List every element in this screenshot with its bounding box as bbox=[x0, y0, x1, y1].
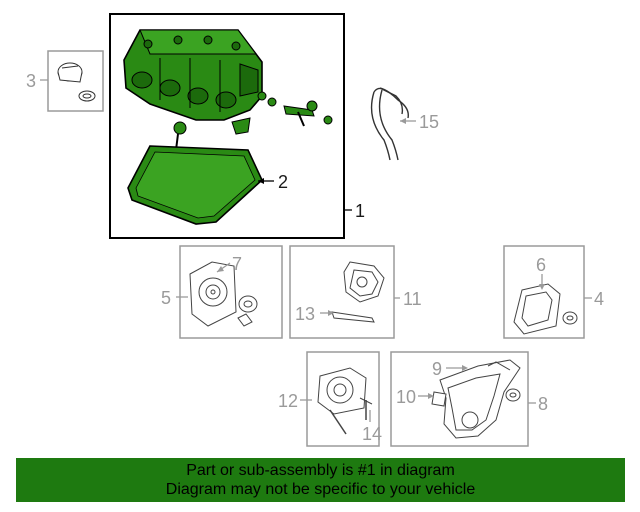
callout-15[interactable]: 15 bbox=[419, 112, 439, 132]
assembly-8-group[interactable]: 8 9 10 bbox=[390, 351, 548, 447]
assembly-4-group[interactable]: 4 6 bbox=[503, 245, 604, 339]
valve-cover-gasket[interactable] bbox=[127, 145, 263, 225]
belt-strip bbox=[370, 87, 409, 161]
timing-cover-upper bbox=[331, 261, 385, 323]
callout-5[interactable]: 5 bbox=[161, 288, 171, 308]
callout-1[interactable]: 1 bbox=[355, 201, 365, 221]
callout-11[interactable]: 11 bbox=[403, 289, 422, 309]
grommet-parts bbox=[173, 91, 333, 151]
assembly-1-group[interactable]: 2 1 bbox=[109, 13, 365, 239]
cylinder-head-cover[interactable] bbox=[123, 29, 263, 121]
notice-banner: Part or sub-assembly is #1 in diagram Di… bbox=[16, 458, 625, 502]
assembly-11-group[interactable]: 11 13 bbox=[289, 245, 422, 339]
assembly-1-frame bbox=[109, 13, 345, 239]
callout-6[interactable]: 6 bbox=[536, 255, 546, 275]
timing-cover-main bbox=[431, 359, 521, 439]
notice-line-2: Diagram may not be specific to your vehi… bbox=[165, 481, 476, 498]
assembly-5-group[interactable]: 5 7 bbox=[161, 245, 283, 339]
water-pump bbox=[189, 261, 258, 327]
notice-line-1: Part or sub-assembly is #1 in diagram bbox=[186, 462, 455, 479]
oil-filler-cap bbox=[57, 62, 96, 102]
callout-14[interactable]: 14 bbox=[362, 424, 382, 444]
belt-15-group[interactable]: 15 bbox=[370, 87, 439, 161]
timing-cover-lower bbox=[317, 367, 373, 435]
callout-9[interactable]: 9 bbox=[432, 359, 442, 379]
callout-10[interactable]: 10 bbox=[396, 387, 416, 407]
callout-7[interactable]: 7 bbox=[232, 254, 242, 274]
timing-cover-side bbox=[513, 283, 578, 335]
callout-13[interactable]: 13 bbox=[295, 304, 315, 324]
callout-3[interactable]: 3 bbox=[26, 71, 36, 91]
callout-2[interactable]: 2 bbox=[278, 172, 288, 192]
callout-4[interactable]: 4 bbox=[594, 289, 604, 309]
callout-12[interactable]: 12 bbox=[278, 391, 298, 411]
callout-8[interactable]: 8 bbox=[538, 394, 548, 414]
assembly-3-group[interactable]: 3 bbox=[26, 50, 104, 112]
assembly-12-group[interactable]: 12 14 bbox=[278, 351, 382, 447]
